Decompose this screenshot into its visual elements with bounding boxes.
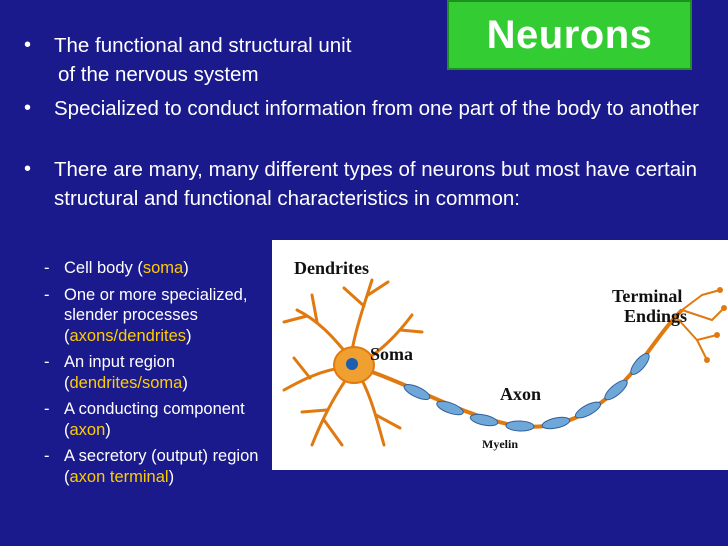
highlight-axon: axon (69, 420, 106, 439)
sub-bullet-conducting: - A conducting component (axon) (44, 400, 245, 439)
highlight-axon-terminal: axon terminal (69, 467, 169, 486)
slide-title: Neurons (486, 12, 653, 57)
bullet-2-text: Specialized to conduct information from … (54, 97, 699, 120)
highlight-dendrites-soma: dendrites/soma (69, 373, 183, 392)
nucleus-shape (346, 358, 358, 370)
sub-bullet-secretory: - A secretory (output) region (axon term… (44, 447, 259, 486)
label-axon: Axon (500, 384, 541, 404)
highlight-soma: soma (142, 259, 184, 277)
terminal-knobs (704, 287, 727, 363)
sub-bullet-input-region: - An input region (dendrites/soma) (44, 353, 188, 392)
sub-bullet-processes: - One or more specialized, slender proce… (44, 285, 248, 345)
bullet-1-line-2: of the nervous system (58, 63, 259, 86)
bullet-3-text: There are many, many different types of … (54, 158, 698, 210)
bullet-dot: • (24, 97, 32, 119)
myelin-segments (403, 353, 650, 432)
highlight-axons-dendrites: axons/dendrites (69, 326, 187, 345)
title-box: Neurons (447, 0, 692, 70)
neuron-diagram: Dendrites Soma Terminal Endings Axon Mye… (272, 240, 728, 470)
label-dendrites: Dendrites (294, 258, 369, 278)
sub-bullet-cell-body: - Cell body (soma) (44, 259, 189, 277)
label-soma: Soma (370, 344, 413, 364)
bullet-specialized: • Specialized to conduct information fro… (24, 94, 728, 123)
label-myelin: Myelin (482, 437, 518, 451)
label-terminal-2: Endings (624, 306, 687, 326)
bullet-dot: • (24, 34, 32, 56)
sub-bullet-list: - Cell body (soma) - One or more special… (44, 258, 269, 493)
bullet-functional-unit: • The functional and structural unit of … (24, 31, 351, 89)
bullet-1-line-1: The functional and structural unit (54, 34, 352, 57)
neuron-illustration: Dendrites Soma Terminal Endings Axon Mye… (282, 258, 727, 451)
bullet-dot: • (24, 158, 32, 180)
label-terminal-1: Terminal (612, 286, 682, 306)
bullet-many-types: • There are many, many different types o… (24, 155, 728, 213)
